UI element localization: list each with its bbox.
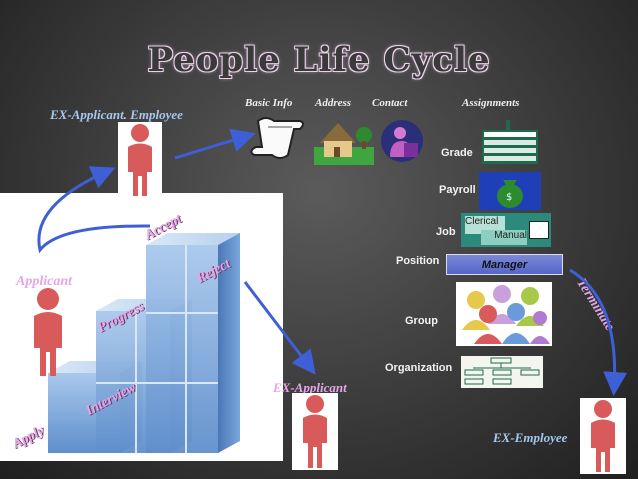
person-ex-applicant-employee-box	[118, 122, 162, 198]
job-clerical-label: Clerical	[465, 216, 499, 227]
label-applicant: Applicant	[16, 274, 73, 289]
group-people-icon	[456, 282, 552, 346]
label-ex-applicant-employee: EX-Applicant. Employee	[50, 107, 183, 122]
label-job: Job	[436, 226, 456, 238]
label-organization: Organization	[385, 362, 453, 374]
grade-chart-icon	[482, 120, 538, 164]
contact-icon	[378, 119, 426, 163]
label-ex-applicant: EX-Applicant	[273, 380, 347, 395]
position-manager-label: Manager	[481, 259, 528, 271]
scroll-icon	[250, 115, 306, 161]
stairs-graphic	[48, 233, 240, 453]
person-ex-employee-box	[580, 398, 626, 474]
person-ex-employee-icon	[591, 400, 615, 472]
label-grade: Grade	[441, 147, 473, 159]
label-terminate: Terminate	[573, 276, 618, 334]
header-address: Address	[315, 97, 352, 109]
org-chart-icon	[461, 356, 543, 388]
job-clerical-card: Clerical	[465, 216, 505, 234]
label-payroll: Payroll	[439, 184, 476, 196]
person-ex-applicant-employee-icon	[128, 124, 152, 196]
page-title: People Life Cycle	[147, 40, 491, 80]
house-icon	[314, 113, 374, 165]
money-bag-icon: $	[479, 172, 541, 210]
header-contact: Contact	[372, 97, 408, 109]
job-box: Clerical Manual	[461, 213, 551, 247]
label-position: Position	[396, 255, 440, 267]
person-ex-applicant-icon	[303, 395, 327, 468]
job-manual-label: Manual	[494, 230, 527, 241]
svg-text:$: $	[506, 192, 512, 203]
person-ex-applicant-box	[292, 393, 338, 470]
header-assignments: Assignments	[462, 97, 520, 109]
person-applicant-icon	[30, 286, 66, 378]
header-basic-info: Basic Info	[245, 97, 293, 109]
label-ex-employee: EX-Employee	[493, 430, 568, 445]
label-group: Group	[405, 315, 438, 327]
computer-icon	[529, 221, 549, 239]
arrow-employee-to-basic-info	[174, 128, 256, 160]
job-manual-card: Manual	[481, 230, 527, 245]
position-box: Manager	[446, 254, 563, 275]
